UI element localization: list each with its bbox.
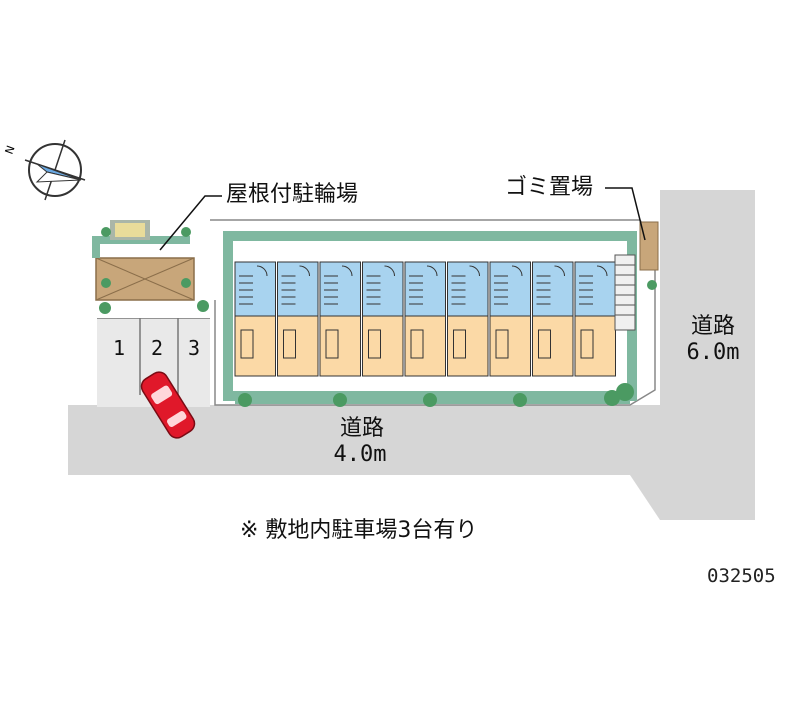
- property-code: 032505: [707, 565, 776, 587]
- garbage-area-label: ゴミ置場: [505, 175, 594, 200]
- apartment-unit: [489, 261, 531, 377]
- apartment-unit: [574, 261, 616, 377]
- shrubs: [238, 383, 634, 407]
- road-bottom-name: 道路: [339, 416, 384, 441]
- parking-slot-3: 3: [188, 336, 201, 360]
- road-bottom-width: 4.0m: [333, 442, 387, 467]
- parking-slot-1: 1: [113, 336, 126, 360]
- compass-icon: N: [3, 139, 86, 201]
- parking-slot-2: 2: [151, 336, 164, 360]
- apartment-unit: [234, 261, 276, 377]
- apartment-unit: [447, 261, 489, 377]
- road-right: [630, 190, 755, 520]
- apartment-unit: [404, 261, 446, 377]
- bike-parking-leader: [159, 195, 222, 251]
- road-right-name: 道路: [690, 314, 735, 339]
- bike-parking-label: 屋根付駐輪場: [226, 182, 359, 207]
- apartment-units: [234, 261, 616, 377]
- apartment-unit: [362, 261, 404, 377]
- apartment-unit: [277, 261, 319, 377]
- garbage-area: [639, 221, 659, 271]
- apartment-unit: [532, 261, 574, 377]
- road-right-width: 6.0m: [686, 340, 740, 365]
- garbage-leader: [605, 187, 646, 241]
- parking-note: ※ 敷地内駐車場3台有り: [240, 518, 478, 543]
- svg-text:N: N: [3, 144, 18, 156]
- apartment-unit: [319, 261, 361, 377]
- car-icon: [140, 371, 196, 439]
